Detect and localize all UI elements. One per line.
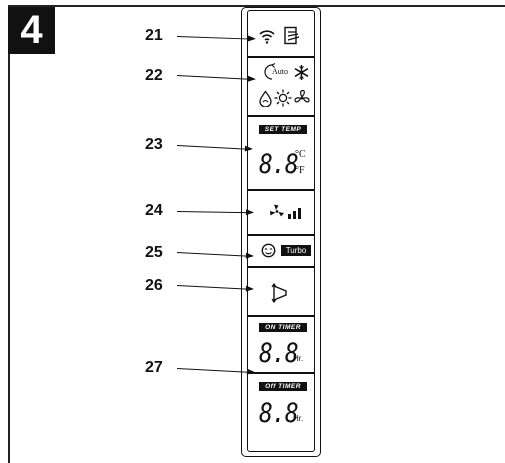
set-temp-label: SET TEMP <box>259 125 307 134</box>
section-divider <box>247 266 315 268</box>
callout-23: 23 <box>145 136 163 153</box>
on-timer-display: 8.8 <box>259 338 299 369</box>
step-number-badge: 4 <box>8 7 55 54</box>
callout-25: 25 <box>145 244 163 261</box>
fahrenheit-unit: °F <box>295 165 305 176</box>
section-divider <box>247 315 315 317</box>
dry-mode-icon <box>259 90 272 107</box>
auto-mode-icon <box>264 63 276 80</box>
off-timer-label: Off TIMER <box>259 382 307 391</box>
callout-24: 24 <box>145 202 163 219</box>
temperature-display: 8.8 <box>259 149 299 180</box>
sun-icon <box>274 89 292 107</box>
on-timer-label: ON TIMER <box>259 323 307 332</box>
swing-icon <box>271 282 287 304</box>
signal-icon <box>284 26 300 45</box>
display-panel-outer <box>241 7 321 457</box>
turbo-label: Turbo <box>281 245 311 256</box>
display-panel-inner <box>247 10 315 452</box>
callout-27: 27 <box>145 359 163 376</box>
off-timer-display: 8.8 <box>259 398 299 429</box>
section-divider <box>247 372 315 374</box>
signal-bars-icon <box>288 208 301 219</box>
wifi-icon <box>259 30 275 44</box>
section-divider <box>247 56 315 58</box>
callout-26: 26 <box>145 277 163 294</box>
section-divider <box>247 189 315 191</box>
fan-speed-icon <box>270 204 284 217</box>
off-timer-hours-unit: Hr. <box>293 414 304 423</box>
callout-arrow-23 <box>176 145 251 150</box>
snowflake-icon <box>294 65 309 80</box>
callout-22: 22 <box>145 67 163 84</box>
sleep-icon <box>261 243 276 258</box>
section-divider <box>247 234 315 236</box>
frame-left-border <box>8 5 10 463</box>
frame-top-border <box>8 5 505 7</box>
callout-21: 21 <box>145 27 163 44</box>
auto-mode-label: Auto <box>272 67 288 76</box>
fan-icon <box>294 89 310 103</box>
section-divider <box>247 115 315 117</box>
celsius-unit: °C <box>295 149 306 160</box>
on-timer-hours-unit: Hr. <box>293 354 304 363</box>
